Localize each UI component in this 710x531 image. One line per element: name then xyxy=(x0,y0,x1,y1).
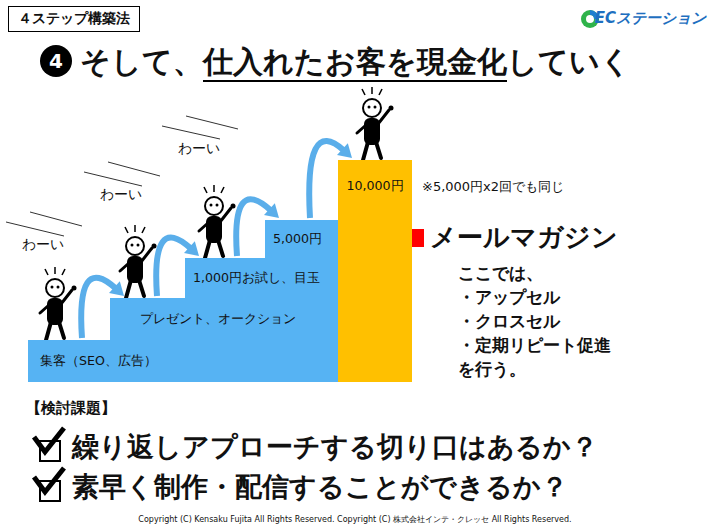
stair-step: 1,000円お試し、目玉 xyxy=(185,258,338,298)
box-text: ４ステップ構築法 xyxy=(18,10,130,28)
callout-heading: メールマガジン xyxy=(430,220,618,255)
stick-figure xyxy=(40,267,77,340)
checkbox-icon xyxy=(34,468,64,501)
box-text: 10,000円 xyxy=(338,178,412,195)
stair-step: 5,000円 xyxy=(265,220,338,258)
box-text: 1,000円お試し、目玉 xyxy=(193,270,338,287)
cheer-text: わーい xyxy=(178,140,220,158)
arrow-head xyxy=(337,143,352,158)
stick-figure xyxy=(199,185,236,258)
price-column: 10,000円 xyxy=(338,160,412,382)
box-text: 5,000円 xyxy=(273,231,338,248)
check-item: 繰り返しアプローチする切り口はあるか？ xyxy=(72,429,598,465)
stick-figure xyxy=(120,225,157,298)
cheer-text: わーい xyxy=(100,186,142,204)
section-tag: ４ステップ構築法 xyxy=(8,6,140,32)
logo-text: ECステーション xyxy=(595,9,706,28)
body-text: を行う。 xyxy=(458,358,526,381)
copyright: Copyright (C) Kensaku Fujita All Rights … xyxy=(0,514,710,525)
number-badge xyxy=(40,45,72,77)
cheer-text: わーい xyxy=(22,236,64,254)
bullet-item: ・アップセル xyxy=(458,286,560,309)
arrow-head xyxy=(264,203,279,218)
arrow-head xyxy=(184,241,199,256)
cheer-lines xyxy=(6,116,238,236)
title-underline xyxy=(203,80,507,82)
body-text: ここでは、 xyxy=(458,262,543,285)
stick-figure xyxy=(357,87,394,160)
checkbox-icon xyxy=(34,428,64,461)
slide-title: そして、仕入れたお客を現金化していく xyxy=(80,42,631,83)
box-text: 集客（SEO、広告） xyxy=(40,353,338,370)
note-text: ※5,000円x2回でも同じ xyxy=(422,178,564,196)
bullet-item: ・クロスセル xyxy=(458,310,560,333)
arrow-head xyxy=(109,281,124,296)
bullet-item: ・定期リピート促進 xyxy=(458,334,611,357)
number-badge-text: 4 xyxy=(49,49,63,73)
stair-step: 集客（SEO、広告） xyxy=(28,340,338,382)
box-text: プレゼント、オークション xyxy=(140,311,338,328)
stair-step: プレゼント、オークション xyxy=(110,298,338,340)
check-item: 素早く制作・配信することができるか？ xyxy=(72,469,568,505)
section-heading: 【検討課題】 xyxy=(26,399,116,418)
